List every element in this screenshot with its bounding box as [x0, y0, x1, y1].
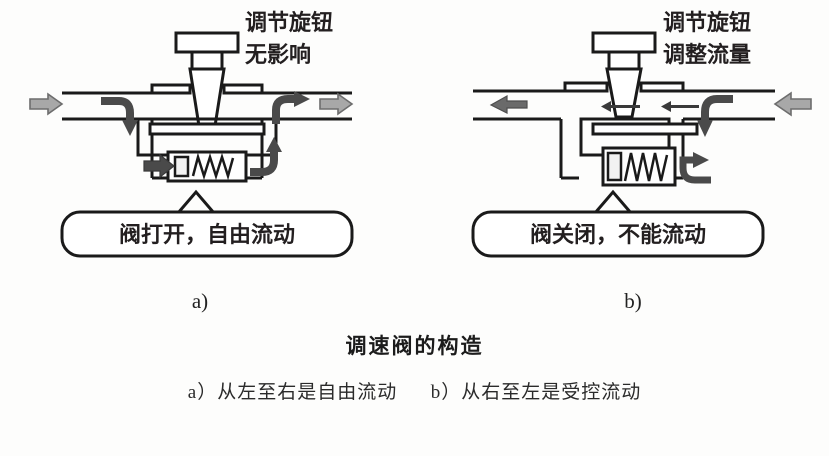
internal-flow-arrow-left-down: [101, 97, 138, 136]
subcaption-part-b: b）从右至左是受控流动: [430, 382, 642, 403]
check-valve-spring: [623, 152, 669, 182]
knob-label-line2: 调整流量: [663, 42, 751, 67]
knob-label-line1: 调节旋钮: [663, 10, 751, 35]
callout-box: [60, 210, 354, 258]
cone-seat-left: [563, 81, 609, 93]
panel-a: 阀打开，自由流动 调节旋钮 无影响 a): [0, 0, 414, 322]
internal-flow-arrow-bottom-curl: [679, 152, 711, 184]
knob-label-line1: 调节旋钮: [245, 10, 333, 35]
figure-caption-block: 调速阀的构造 a）从左至右是自由流动 b）从右至左是受控流动: [0, 330, 829, 406]
cone-flow-arrow-right-side: [661, 101, 699, 112]
internal-flow-arrow-right-down: [697, 95, 733, 137]
adjust-knob-cap[interactable]: [591, 31, 657, 54]
external-outlet-arrow: [319, 92, 354, 116]
callout-pointer: [176, 189, 216, 214]
check-valve-poppet: [606, 151, 623, 182]
callout-text: 阀关闭，不能流动: [530, 222, 706, 247]
callout-pointer: [593, 189, 633, 214]
external-inlet-arrow: [29, 92, 64, 116]
cone-seat-right: [639, 81, 685, 93]
needle-cone: [188, 67, 226, 128]
check-valve-inflow-arrow: [143, 153, 175, 179]
spool-piston: [591, 122, 699, 136]
external-outlet-arrow: [489, 94, 528, 114]
callout-text: 阀打开，自由流动: [119, 222, 295, 247]
diagram-panels: 阀打开，自由流动 调节旋钮 无影响 a): [0, 0, 829, 322]
check-valve-spring: [191, 152, 235, 181]
cone-seat-left: [150, 83, 192, 95]
panel-b: 阀关闭，不能流动 调节旋钮 调整流量 b): [415, 0, 829, 322]
figure-subcaption: a）从左至右是自由流动 b）从右至左是受控流动: [0, 364, 829, 406]
adjust-knob-cap[interactable]: [174, 31, 240, 54]
panel-sub-label: a): [192, 289, 208, 313]
callout-box: [471, 210, 765, 258]
external-inlet-arrow: [773, 91, 812, 117]
cone-seat-right: [222, 83, 264, 95]
adjust-knob-neck: [607, 50, 641, 71]
figure-title: 调速阀的构造: [345, 335, 484, 358]
cone-flow-arrow-left: [601, 101, 640, 112]
check-valve-poppet: [173, 155, 190, 178]
adjust-knob-neck: [190, 50, 224, 71]
needle-cone: [605, 67, 643, 119]
internal-flow-arrow-bottom-right-up: [250, 137, 282, 176]
spool-piston: [148, 122, 266, 136]
subcaption-part-a: a）从左至右是自由流动: [187, 382, 398, 403]
panel-sub-label: b): [624, 289, 642, 313]
knob-label-line2: 无影响: [245, 42, 311, 67]
internal-flow-arrow-right-up: [272, 91, 310, 124]
